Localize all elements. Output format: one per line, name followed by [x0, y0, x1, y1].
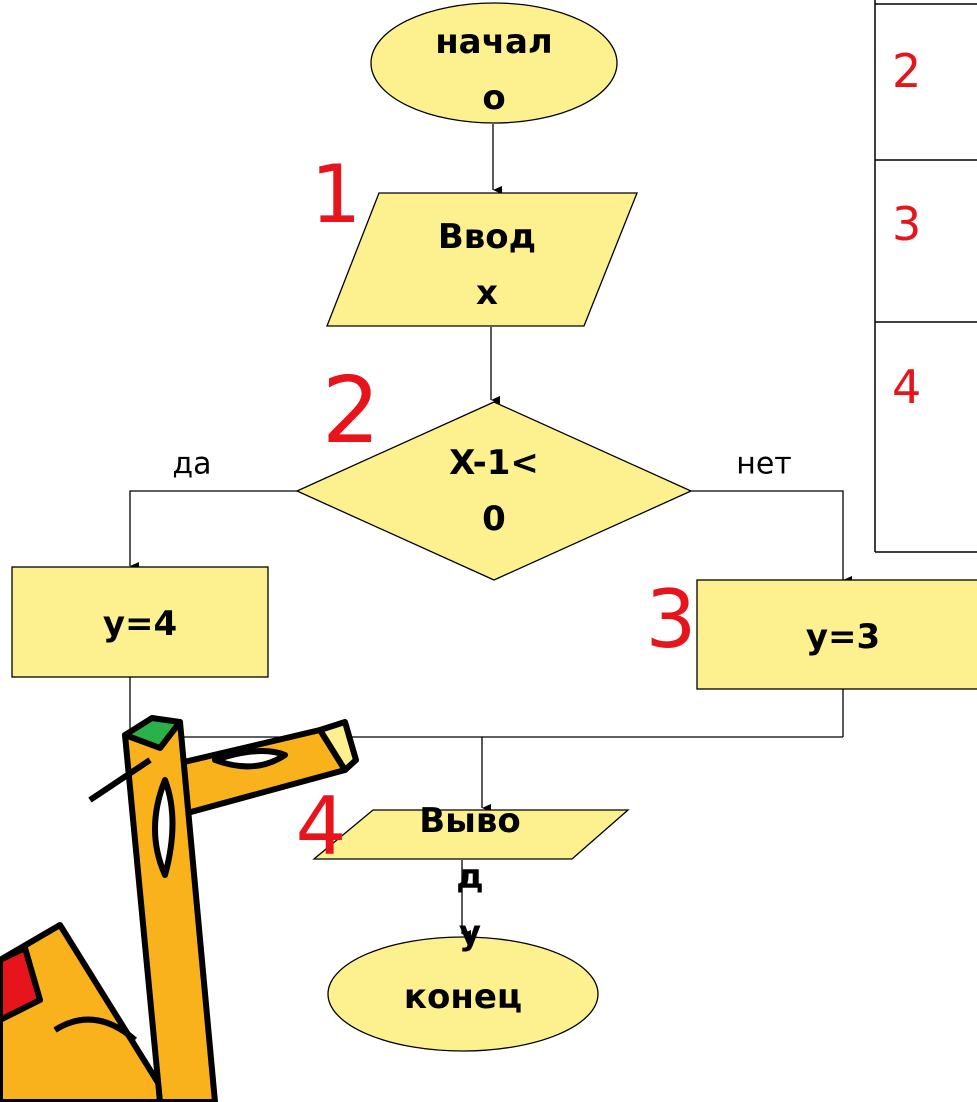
- yes-process-label: у=4: [102, 604, 178, 644]
- table-row-number-2: 2: [892, 44, 922, 98]
- start-terminator: [370, 2, 618, 124]
- output-parallelogram: [312, 809, 630, 860]
- yes-branch-label: да: [172, 446, 212, 482]
- no-process-box: [696, 579, 977, 690]
- pencils-clipart-icon: [0, 715, 359, 1102]
- step-number-4: 4: [295, 780, 347, 873]
- condition-diamond: [295, 401, 693, 581]
- connector-yes: [129, 490, 297, 570]
- side-table: [874, 0, 977, 553]
- no-branch-label: нет: [736, 446, 792, 482]
- output-label: Выво д у: [419, 801, 521, 953]
- input-parallelogram: [326, 192, 638, 327]
- connectors: [129, 124, 852, 938]
- no-process-label: у=3: [805, 617, 881, 657]
- end-terminator: [327, 936, 599, 1052]
- connector-no: [691, 490, 852, 584]
- input-label: Ввод х: [437, 217, 537, 313]
- step-number-3: 3: [645, 573, 697, 666]
- step-number-1: 1: [310, 148, 362, 241]
- condition-label: X-1< 0: [449, 443, 539, 539]
- yes-process-box: [11, 566, 269, 678]
- step-number-2: 2: [321, 357, 381, 464]
- table-row-number-3: 3: [892, 197, 922, 251]
- start-label: начал о: [435, 22, 553, 118]
- end-label: конец: [403, 977, 523, 1017]
- table-row-number-4: 4: [892, 360, 922, 414]
